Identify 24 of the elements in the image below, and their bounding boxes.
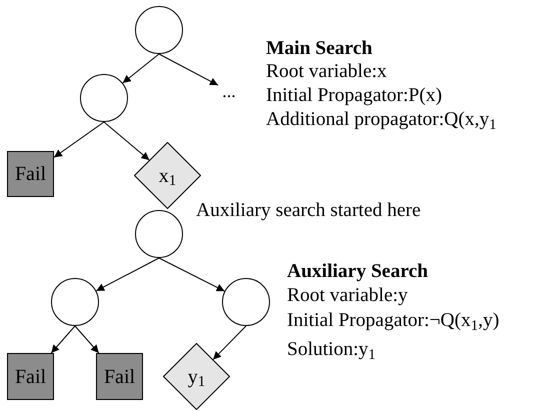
arrow	[158, 258, 226, 292]
arrow	[54, 122, 104, 158]
note-text: Initial Propagator:¬Q(x$_{1}$,y)	[287, 310, 500, 332]
fail-box: Fail	[96, 353, 143, 400]
section-heading: Main Search	[266, 38, 372, 60]
arrow	[104, 122, 150, 161]
arrow	[212, 326, 246, 360]
fail-box: Fail	[7, 353, 54, 400]
ellipsis-text: ...	[218, 80, 240, 102]
note-text: Additional propagator:Q(x,y$_{1}$	[266, 109, 496, 131]
arrow	[74, 326, 100, 354]
node-label: x$_{1}$	[158, 166, 176, 186]
note-text: Solution:y$_{1}$	[287, 339, 376, 361]
note-text: Initial Propagator:P(x)	[266, 85, 442, 107]
arrow	[96, 258, 160, 292]
note-text: Root variable:x	[266, 61, 387, 83]
note-text: Root variable:y	[287, 285, 408, 307]
arrow	[122, 54, 160, 84]
section-heading: Auxiliary Search	[287, 261, 428, 283]
arrow	[50, 326, 76, 354]
fail-box: Fail	[7, 151, 54, 197]
note-text: Auxiliary search started here	[196, 200, 421, 222]
arrow	[158, 54, 218, 86]
node-label: y$_{1}$	[188, 366, 206, 386]
